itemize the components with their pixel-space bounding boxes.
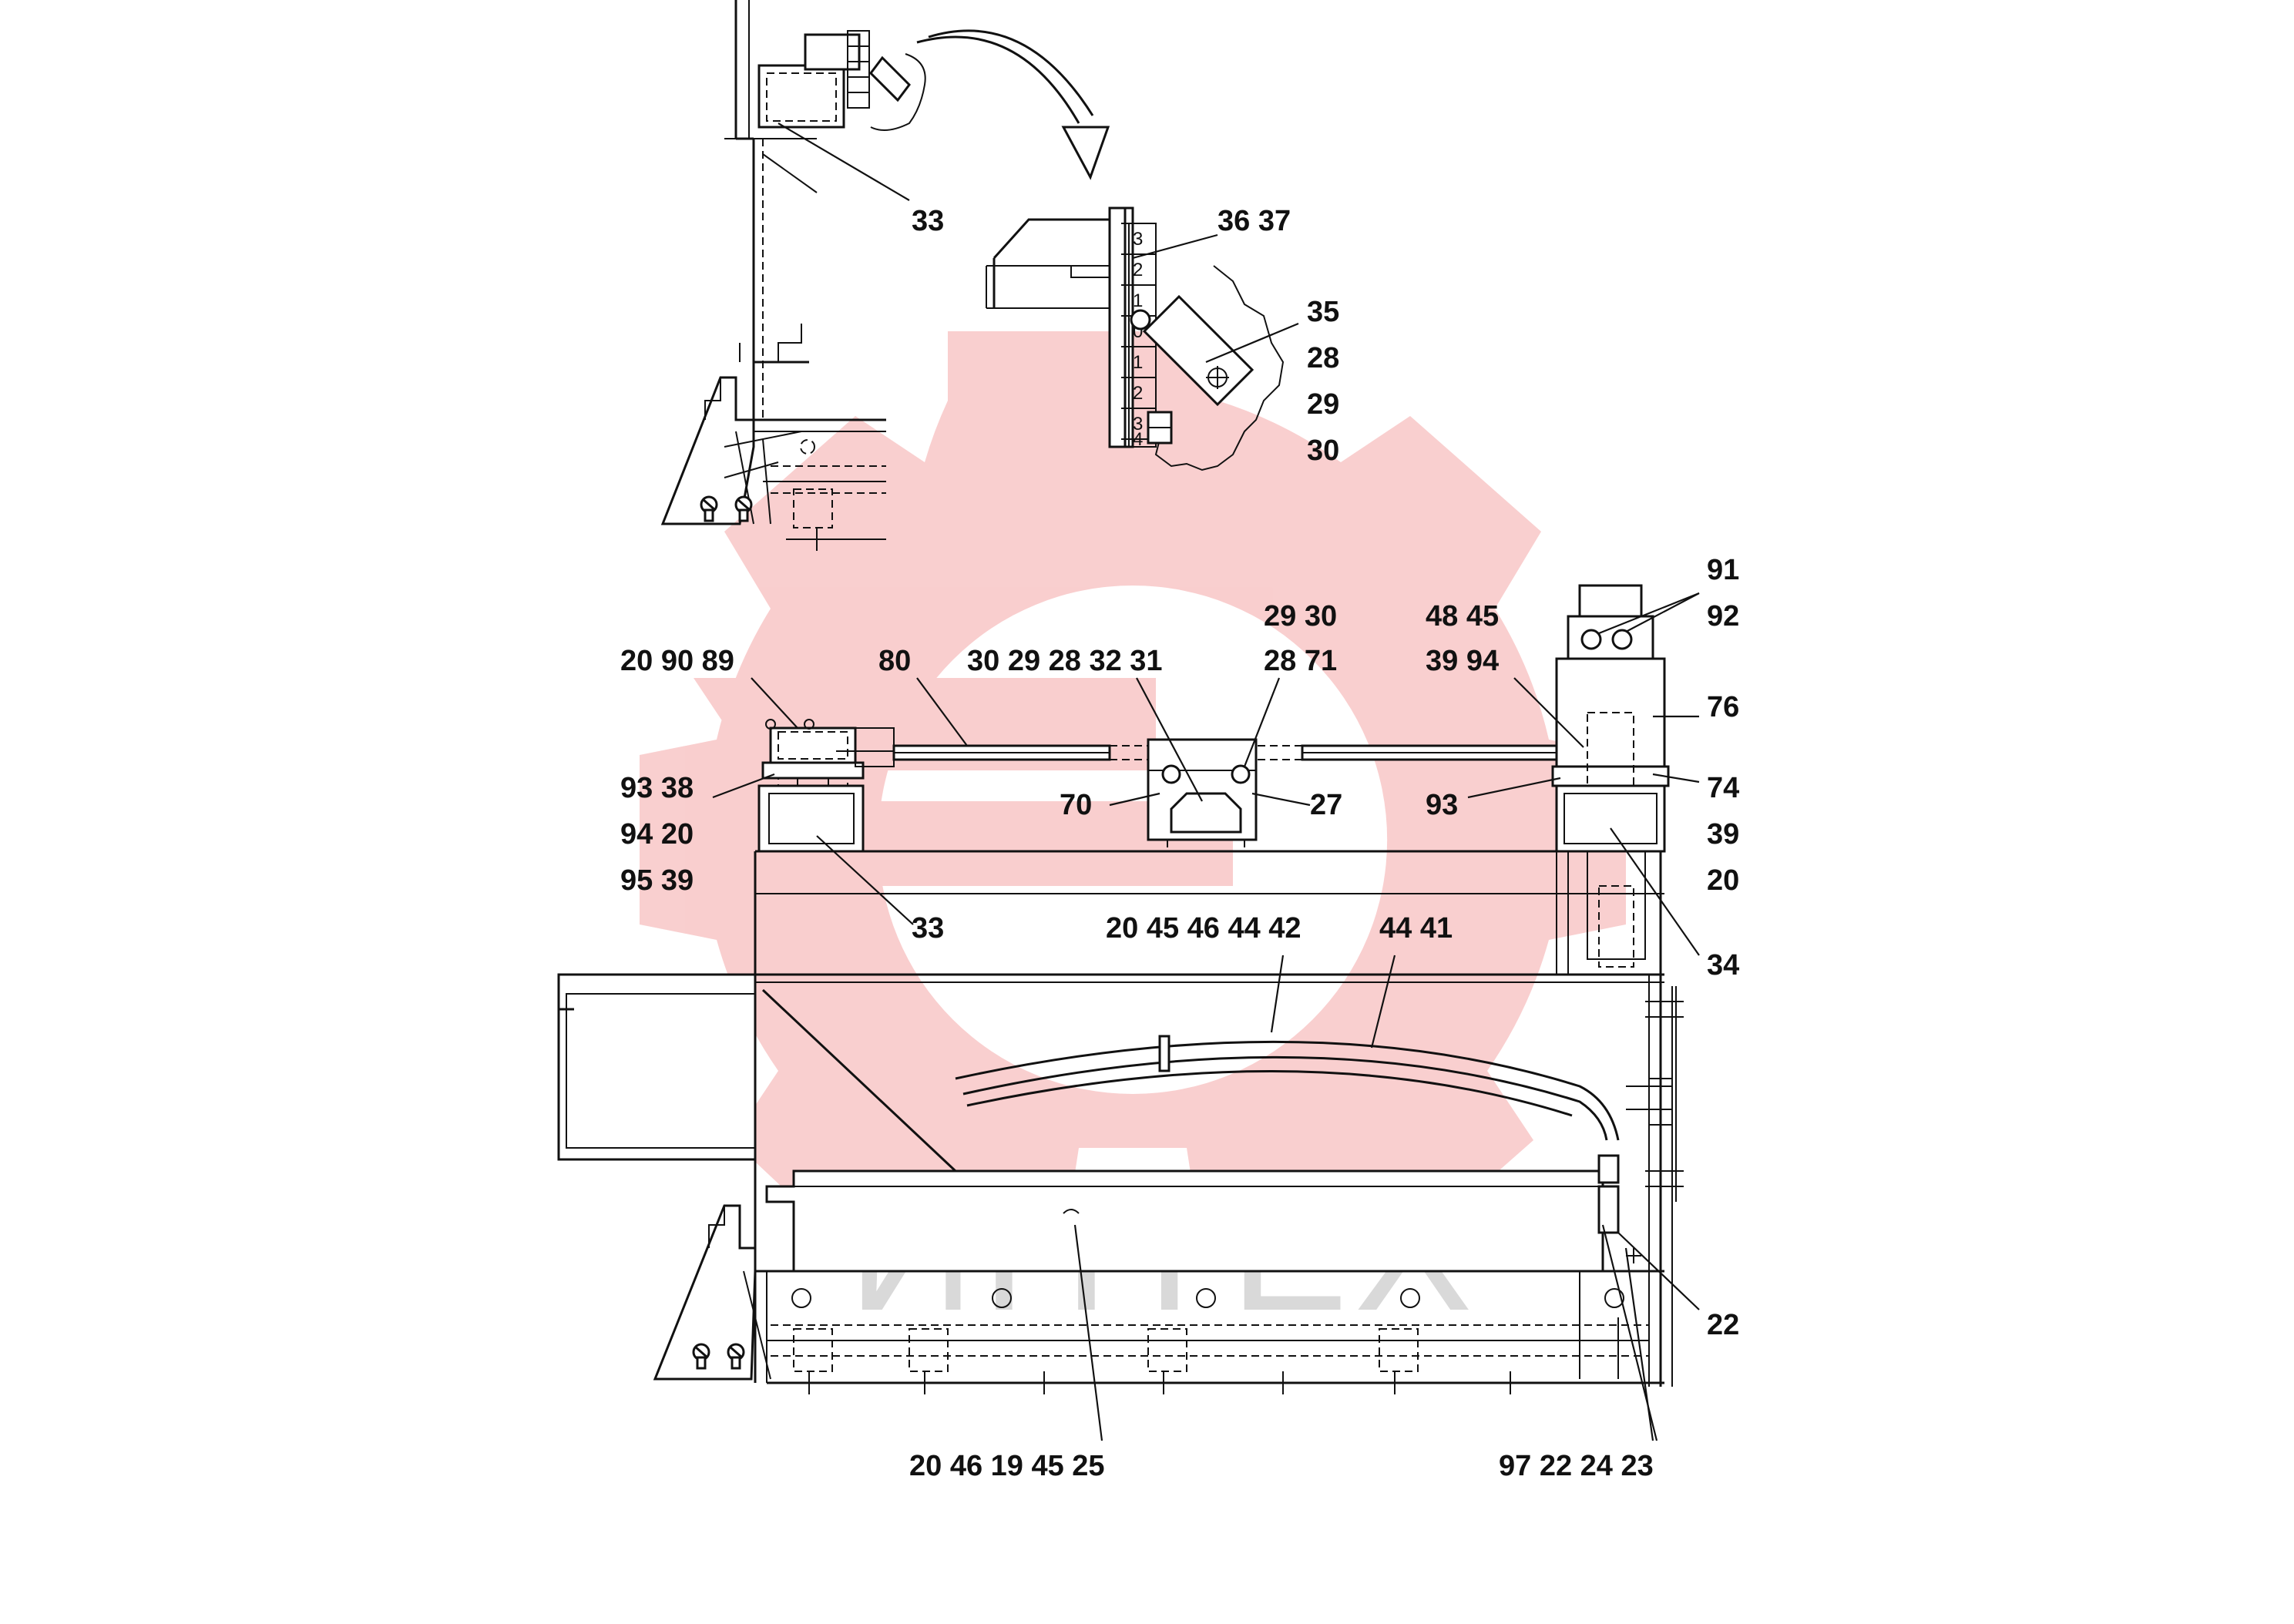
callout-label: 97 22 24 23: [1499, 1450, 1654, 1482]
frame-clamps: [793, 1328, 1511, 1394]
callout-label: 33: [912, 205, 944, 237]
callout-label: 20: [1707, 864, 1739, 897]
callout-label: 29: [1307, 388, 1339, 421]
mini-scale-ticks: [848, 45, 869, 93]
scale-tick-label: 2: [1133, 383, 1143, 404]
callout-label: 33: [912, 912, 944, 945]
callout-label: 44 41: [1379, 912, 1453, 945]
scale-ticks: 3 2 1 0 1 2 3 4: [1121, 223, 1157, 450]
callout-label: 94 20: [620, 818, 694, 851]
callout-label: 95 39: [620, 864, 694, 897]
callout-label: 48 45: [1426, 600, 1499, 632]
callout-label: 20 46 19 45 25: [909, 1450, 1105, 1482]
scale-tick-label: 1: [1133, 290, 1143, 311]
scale-tick-label: 3: [1133, 229, 1143, 250]
bolt-icon: [727, 1343, 745, 1370]
watermark-gear-ring: [640, 331, 1626, 1256]
callout-label: 93: [1426, 789, 1458, 821]
bolt-icon: [692, 1343, 710, 1370]
callout-label: 20 45 46 44 42: [1106, 912, 1302, 945]
callout-label: 39: [1707, 818, 1739, 851]
callout-label: 27: [1310, 789, 1342, 821]
scale-tick-label: 4: [1133, 429, 1143, 450]
callout-label: 35: [1307, 296, 1339, 328]
magnify-arrow: [916, 29, 1110, 180]
callout-label: 39 94: [1426, 645, 1499, 677]
callout-label: 91: [1707, 554, 1739, 586]
callout-label: 92: [1707, 600, 1739, 632]
callout-label: 30: [1307, 435, 1339, 467]
callout-label: 74: [1707, 772, 1739, 804]
callout-label: 34: [1707, 949, 1739, 981]
callout-label: 22: [1707, 1309, 1739, 1341]
scale-tick-label: 1: [1133, 352, 1143, 373]
main-assembly: [557, 584, 1684, 1394]
callout-label: 93 38: [620, 772, 694, 804]
callout-label: 20 90 89: [620, 645, 734, 677]
bolt-icon: [734, 495, 753, 522]
callout-label: 30 29 28 32 31: [967, 645, 1163, 677]
drive-chain: [892, 744, 1566, 761]
leader-lines: [712, 122, 1700, 1441]
callout-label: 29 30: [1264, 600, 1337, 632]
callout-label: 80: [878, 645, 911, 677]
callout-label: 70: [1060, 789, 1092, 821]
hydraulic-hoses: [955, 1035, 1620, 1141]
top-left-detail: [660, 0, 926, 551]
scale-tick-label: 3: [1133, 414, 1143, 435]
scale-detail: 3 2 1 0 1 2 3 4: [986, 206, 1285, 471]
callout-label: 36 37: [1218, 205, 1291, 237]
callout-label: 76: [1707, 691, 1739, 723]
callout-labels: 33 36 37 35 28 29 30 91 92 29 30 48 45 2…: [620, 205, 1739, 1482]
callout-label: 28: [1307, 342, 1339, 374]
frame-holes: [791, 1288, 1624, 1308]
bolt-icon: [700, 495, 718, 522]
callout-label: 28 71: [1264, 645, 1337, 677]
scale-tick-label: 2: [1133, 260, 1143, 280]
